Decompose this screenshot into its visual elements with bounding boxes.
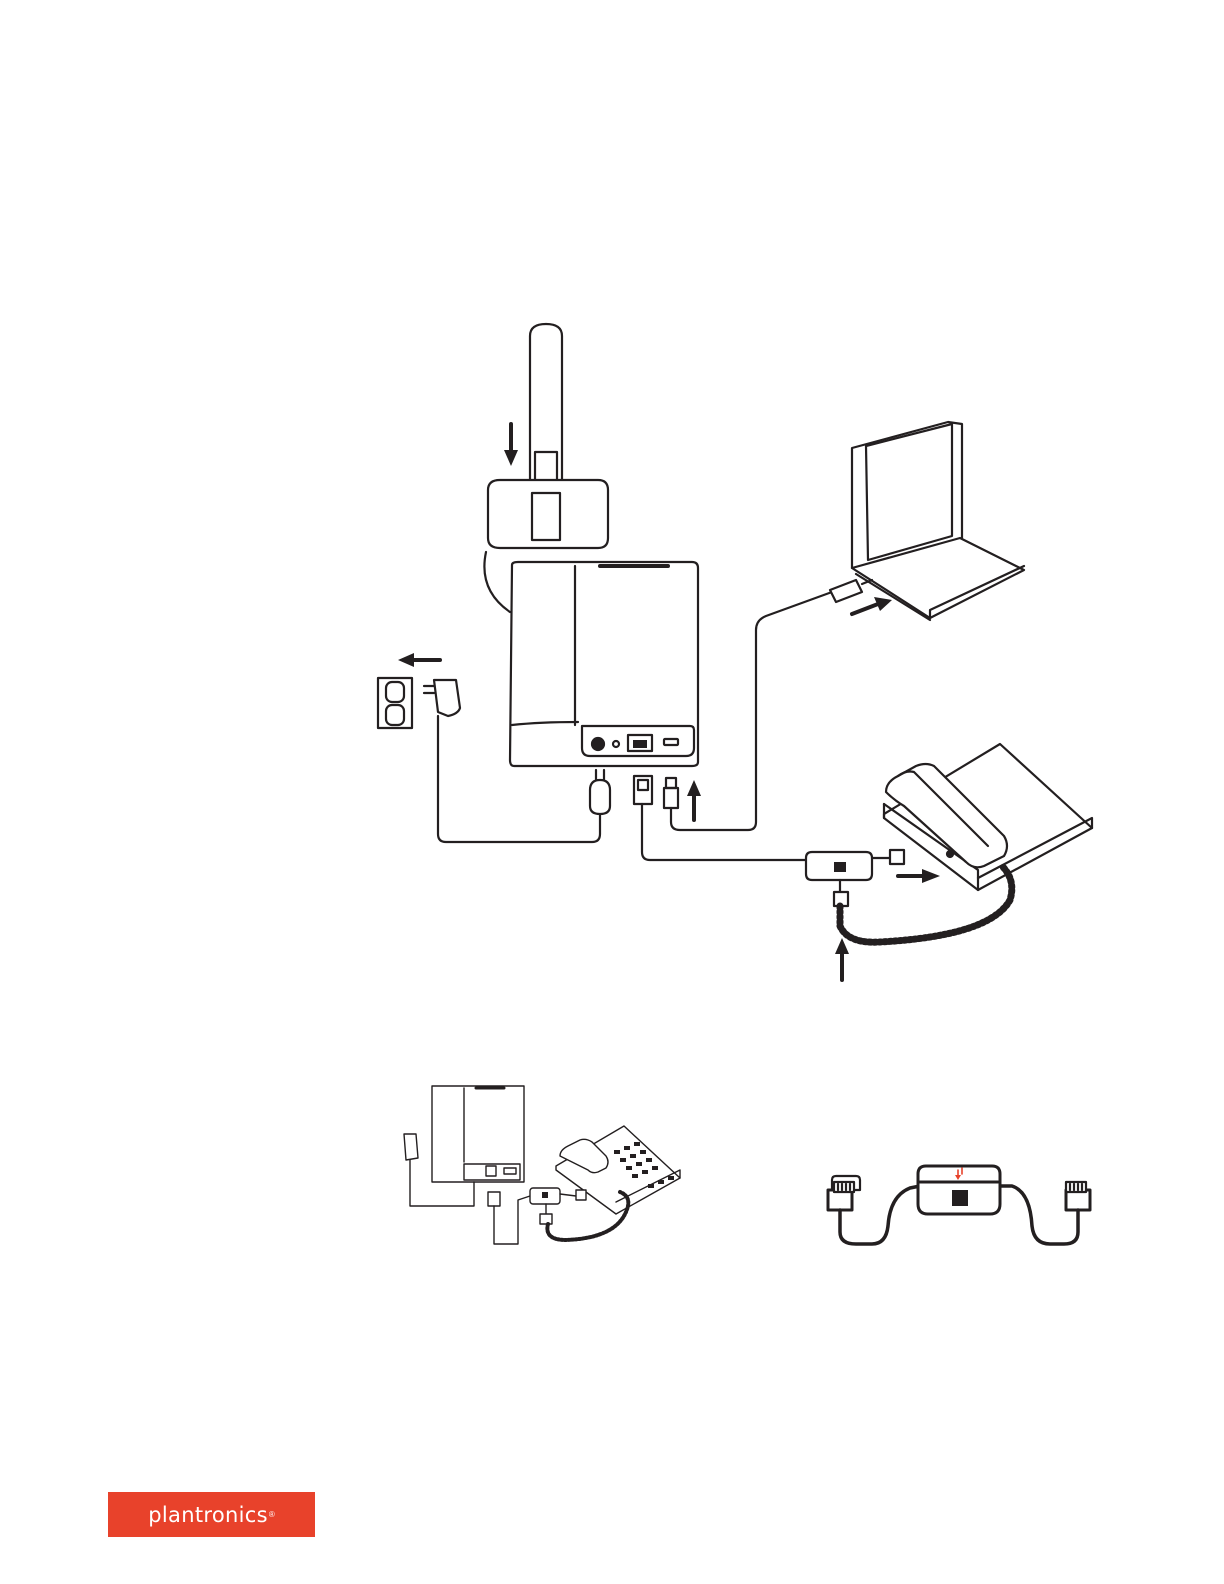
- usb-connector-laptop: [830, 580, 872, 602]
- laptop-arrow: [852, 597, 892, 614]
- telephone-interface-cable: [806, 850, 904, 906]
- cable-switch-box: [918, 1166, 1000, 1214]
- power-outlet: [378, 678, 412, 728]
- outlet-arrow: [398, 653, 440, 667]
- main-figure: [378, 324, 1092, 980]
- phone-interface-plug: [634, 776, 808, 860]
- handset-cord-arrow: [835, 938, 849, 980]
- thumbnail-desk-phone: [556, 1126, 680, 1214]
- antenna-insert-arrow: [504, 424, 518, 466]
- logo-registered-mark: ®: [269, 1510, 275, 1519]
- usb-connect-arrow: [687, 780, 701, 820]
- cable-right-plug: [1066, 1182, 1090, 1210]
- desk-phone: [884, 744, 1092, 890]
- cable-detail-figure: [828, 1166, 1090, 1244]
- thumbnail-figure: [404, 1086, 680, 1244]
- power-plug: [590, 770, 610, 814]
- base-station: [510, 562, 698, 766]
- laptop: [852, 422, 1024, 620]
- phone-base-arrow: [898, 869, 940, 883]
- cable-left-plug: [828, 1176, 860, 1210]
- thumbnail-base-station: [432, 1086, 524, 1182]
- plantronics-logo: plantronics®: [108, 1492, 315, 1537]
- logo-text: plantronics: [148, 1503, 268, 1527]
